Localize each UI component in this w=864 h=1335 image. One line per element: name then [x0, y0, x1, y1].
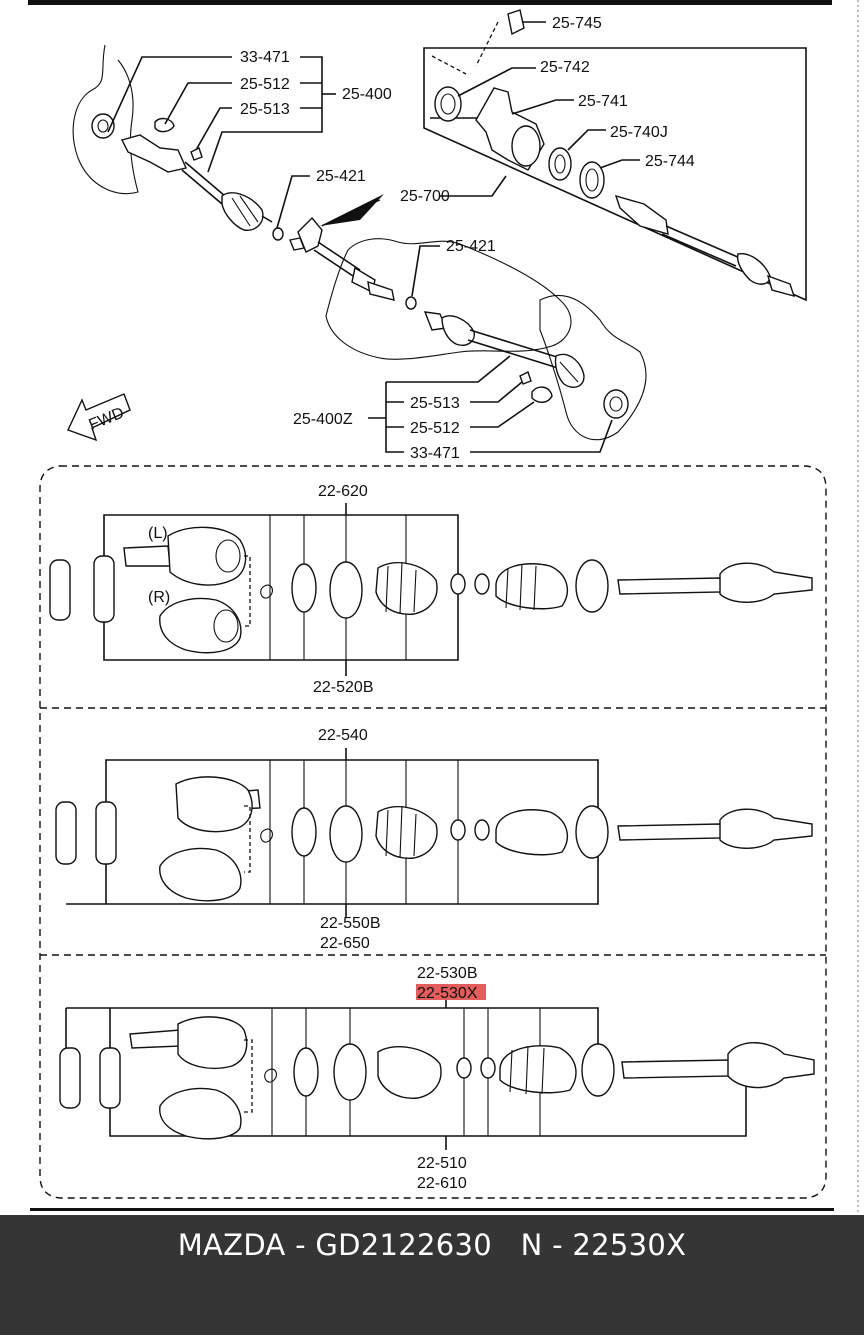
variant-section-3: 22-530B 22-530X 22-510 22-610	[59, 965, 815, 1192]
label-22-610: 22-610	[417, 1175, 467, 1192]
highlight-box	[416, 984, 486, 1000]
label-22-510: 22-510	[417, 1155, 467, 1172]
label-25-744: 25-744	[645, 153, 695, 170]
label-22-650: 22-650	[320, 935, 370, 952]
label-25-745: 25-745	[552, 15, 602, 32]
fwd-arrow: FWD	[67, 393, 131, 442]
label-25-513-top: 25-513	[240, 101, 290, 118]
label-25-400z: 25-400Z	[293, 411, 353, 428]
label-22-620: 22-620	[318, 483, 368, 500]
top-border	[28, 0, 832, 5]
label-25-400: 25-400	[342, 86, 392, 103]
variant-section-2: 22-540 22-550B 22-650	[55, 727, 813, 952]
label-22-530x-highlight: 22-530X	[417, 985, 478, 1002]
variants-frame	[39, 465, 827, 1199]
label-22-550b: 22-550B	[320, 915, 381, 932]
label-22-520b: 22-520B	[313, 679, 374, 696]
label-33-471-bot: 33-471	[410, 445, 460, 462]
footer-part-number: MAZDA - GD2122630 N - 22530X	[177, 1228, 687, 1262]
top-assembly: FWD 33-471 25-512 25-513 25-400 25-421 2…	[67, 9, 807, 462]
label-25-740j: 25-740J	[610, 124, 668, 141]
label-25-742: 25-742	[540, 59, 590, 76]
label-left: (L)	[148, 525, 168, 542]
label-25-741: 25-741	[578, 93, 628, 110]
footer-bar	[0, 1215, 864, 1335]
label-25-512-top: 25-512	[240, 76, 290, 93]
label-25-513-bot: 25-513	[410, 395, 460, 412]
label-25-421-b: 25-421	[446, 238, 496, 255]
label-right: (R)	[148, 589, 170, 606]
label-33-471-top: 33-471	[240, 49, 290, 66]
exploded-parts-diagram: FWD 33-471 25-512 25-513 25-400 25-421 2…	[28, 0, 859, 1215]
bottom-border	[30, 1208, 834, 1211]
label-25-421-a: 25-421	[316, 168, 366, 185]
label-25-700: 25-700	[400, 188, 450, 205]
label-25-512-bot: 25-512	[410, 420, 460, 437]
label-22-540: 22-540	[318, 727, 368, 744]
label-22-530b: 22-530B	[417, 965, 478, 982]
variant-section-1: 22-620 22-520B (L) (R)	[49, 483, 813, 696]
